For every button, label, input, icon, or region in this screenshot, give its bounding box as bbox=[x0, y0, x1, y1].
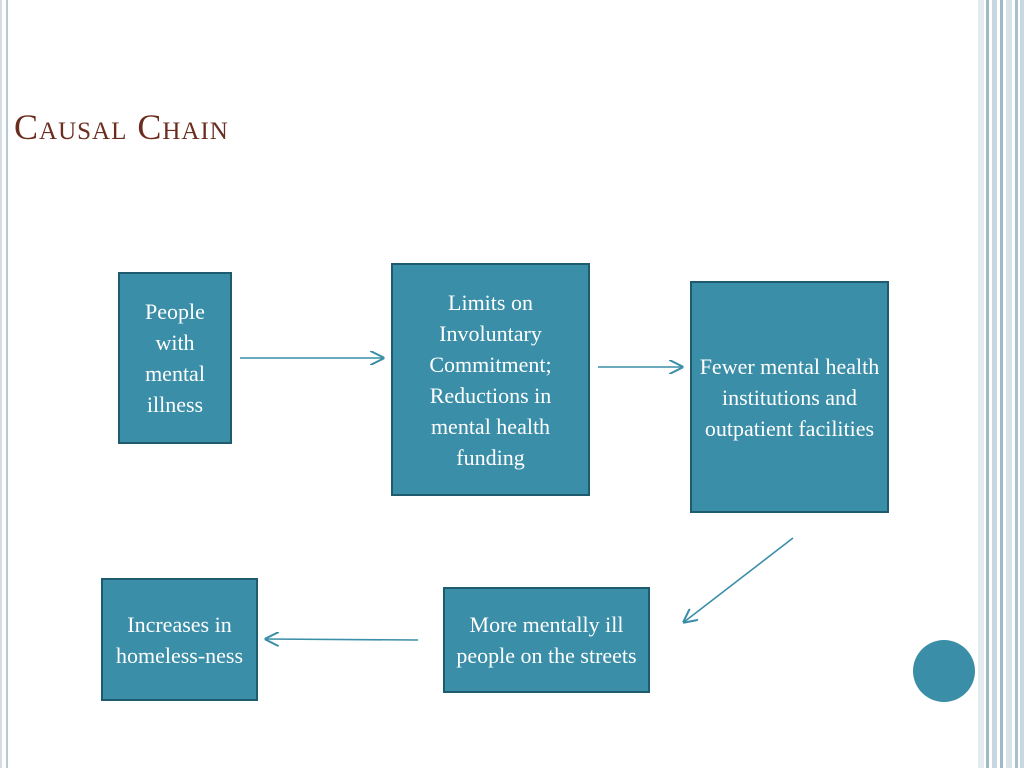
node-people-with-mental-illness: People with mental illness bbox=[118, 272, 232, 444]
node-label: People with mental illness bbox=[145, 299, 205, 417]
arrow-fewer-to-streets bbox=[684, 537, 794, 622]
node-fewer-institutions: Fewer mental health institutions and out… bbox=[690, 281, 889, 513]
node-label: Fewer mental health institutions and out… bbox=[699, 353, 880, 441]
decorative-circle bbox=[913, 640, 975, 702]
left-border-decoration bbox=[0, 0, 10, 768]
slide-title: Causal Chain bbox=[14, 107, 229, 147]
node-increases-in-homelessness: Increases in homeless-ness bbox=[101, 578, 258, 701]
right-border-decoration bbox=[978, 0, 1024, 768]
node-label: Limits on Involuntary Commitment; Reduct… bbox=[429, 289, 552, 470]
node-label: More mentally ill people on the streets bbox=[456, 612, 637, 668]
node-limits-and-funding: Limits on Involuntary Commitment; Reduct… bbox=[391, 263, 590, 496]
arrow-streets-to-homeless bbox=[266, 639, 419, 640]
node-more-ill-on-streets: More mentally ill people on the streets bbox=[443, 587, 650, 693]
node-label: Increases in homeless-ness bbox=[115, 611, 244, 668]
